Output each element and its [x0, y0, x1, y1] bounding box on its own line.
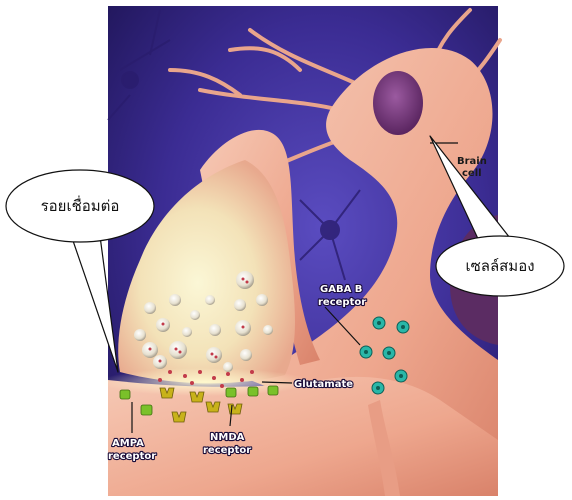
- label-gaba-receptor: receptor: [318, 297, 366, 308]
- label-nmda-receptor: receptor: [203, 445, 251, 456]
- label-ampa-receptor: receptor: [108, 451, 156, 462]
- label-gaba: GABA B: [320, 284, 362, 295]
- label-ampa: AMPA: [112, 438, 144, 449]
- synapse-callout-text: รอยเชื่อมต่อ: [41, 195, 120, 215]
- brain-cell-callout-text: เซลล์สมอง: [465, 257, 534, 275]
- label-glutamate: Glutamate: [294, 379, 353, 390]
- label-nmda: NMDA: [210, 432, 245, 443]
- label-brain: Brain: [457, 156, 487, 167]
- label-cell: cell: [462, 168, 482, 179]
- brain-cell-nucleus: [373, 71, 423, 135]
